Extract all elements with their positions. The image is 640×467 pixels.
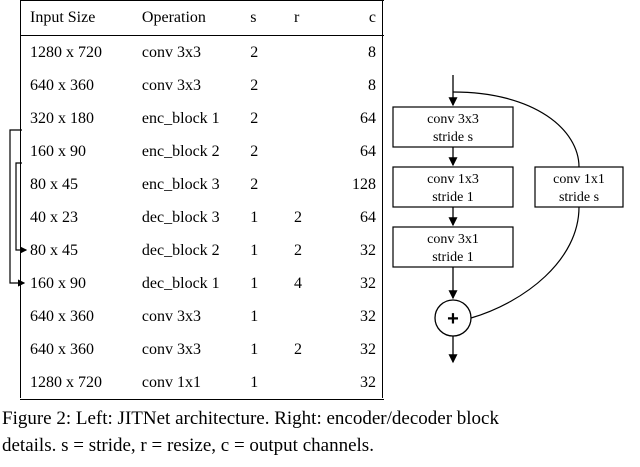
table-row: 640 x 360 conv 3x3 1 32	[20, 300, 384, 333]
residual-arc	[452, 91, 580, 319]
cell-input-size: 80 x 45	[30, 241, 78, 259]
cell-s: 1	[250, 307, 259, 325]
cell-c: 8	[368, 43, 376, 61]
cell-s: 1	[250, 340, 259, 358]
cell-s: 1	[250, 241, 259, 259]
skip-line-outer	[9, 129, 26, 287]
table-row: 1280 x 720 conv 3x3 2 8	[20, 36, 384, 70]
cell-input-size: 40 x 23	[30, 208, 78, 226]
cell-s: 1	[250, 208, 259, 226]
cell-c: 32	[360, 340, 376, 358]
cell-input-size: 1280 x 720	[30, 43, 102, 61]
cell-operation: dec_block 2	[141, 241, 220, 259]
box1-line2: stride s	[433, 130, 473, 145]
cell-r	[294, 135, 338, 168]
cell-operation: conv 3x3	[141, 340, 202, 358]
cell-c: 64	[360, 208, 376, 226]
box2-line1: conv 1x3	[427, 172, 479, 187]
skip-connections	[9, 129, 28, 287]
cell-c: 32	[360, 241, 376, 259]
table-row: 640 x 360 conv 3x3 2 8	[20, 69, 384, 102]
box1-line1: conv 3x3	[427, 112, 479, 127]
table-row: 160 x 90 dec_block 1 1 4 32	[20, 267, 384, 300]
table-body: 1280 x 720 conv 3x3 2 8 640 x 360 conv 3x3 2 8 3…	[20, 36, 384, 400]
cell-operation: enc_block 1	[141, 109, 220, 127]
cell-c: 128	[352, 175, 376, 193]
header-s: s	[250, 9, 257, 26]
cell-input-size: 1280 x 720	[30, 373, 102, 391]
cell-c: 8	[368, 76, 376, 94]
box2-line2: stride 1	[432, 190, 474, 205]
box3-line1: conv 3x1	[427, 232, 479, 247]
block-diagram: conv 3x3 stride s conv 1x3 stride 1 conv…	[392, 75, 624, 364]
cell-r	[294, 36, 338, 70]
cell-operation: conv 3x3	[141, 43, 202, 61]
box3-line2: stride 1	[432, 250, 474, 265]
table-row: 640 x 360 conv 3x3 1 2 32	[20, 333, 384, 366]
cell-r: 2	[293, 208, 302, 226]
conv3x3-stride-s-box	[392, 106, 514, 148]
cell-operation: conv 3x3	[141, 76, 202, 94]
cell-operation: dec_block 3	[141, 208, 220, 226]
cell-r	[294, 300, 338, 333]
cell-input-size: 640 x 360	[30, 340, 94, 358]
cell-s: 2	[250, 109, 259, 127]
caption-line-1: Figure 2: Left: JITNet architecture. Rig…	[2, 408, 499, 429]
cell-input-size: 640 x 360	[30, 307, 94, 325]
cell-input-size: 320 x 180	[30, 109, 94, 127]
cell-operation: dec_block 1	[141, 274, 220, 292]
cell-input-size: 80 x 45	[30, 175, 78, 193]
cell-operation: enc_block 2	[141, 142, 220, 160]
caption-line-2: details. s = stride, r = resize, c = out…	[2, 435, 374, 456]
header-r: r	[293, 9, 300, 26]
cell-input-size: 160 x 90	[30, 274, 86, 292]
cell-r: 4	[293, 274, 302, 292]
cell-c: 64	[360, 142, 376, 160]
cell-s: 2	[250, 43, 259, 61]
figure-caption: Figure 2: Left: JITNet architecture. Rig…	[2, 405, 638, 459]
cell-input-size: 160 x 90	[30, 142, 86, 160]
header-operation: Operation	[141, 9, 206, 26]
cell-s: 2	[250, 175, 259, 193]
cell-r	[294, 102, 338, 135]
cell-r: 2	[293, 241, 302, 259]
plus-icon: +	[447, 308, 459, 330]
skip-line-inner	[15, 162, 28, 254]
architecture-table-container: Input Size Operation s r c 1280 x 720 con…	[20, 0, 384, 400]
architecture-table: Input Size Operation s r c 1280 x 720 con…	[20, 0, 384, 400]
cell-c: 32	[360, 373, 376, 391]
table-row: 320 x 180 enc_block 1 2 64	[20, 102, 384, 135]
cell-operation: conv 1x1	[141, 373, 202, 391]
cell-r: 2	[293, 340, 302, 358]
header-input-size: Input Size	[30, 9, 96, 26]
side-line1: conv 1x1	[553, 172, 605, 187]
cell-operation: conv 3x3	[141, 307, 202, 325]
table-row: 1280 x 720 conv 1x1 1 32	[20, 366, 384, 400]
side-line2: stride s	[559, 190, 599, 205]
table-row: 40 x 23 dec_block 3 1 2 64	[20, 201, 384, 234]
cell-s: 1	[250, 274, 259, 292]
table-header-row: Input Size Operation s r c	[20, 0, 384, 36]
conv3x1-stride-1-box	[392, 226, 514, 268]
cell-c: 32	[360, 274, 376, 292]
cell-c: 64	[360, 109, 376, 127]
cell-operation: enc_block 3	[141, 175, 220, 193]
cell-r	[294, 366, 338, 400]
cell-s: 2	[250, 76, 259, 94]
cell-r	[294, 168, 338, 201]
header-c: c	[368, 9, 376, 26]
cell-s: 2	[250, 142, 259, 160]
cell-s: 1	[250, 373, 259, 391]
table-row: 160 x 90 enc_block 2 2 64	[20, 135, 384, 168]
cell-c: 32	[360, 307, 376, 325]
table-row: 80 x 45 dec_block 2 1 2 32	[20, 234, 384, 267]
table-row: 80 x 45 enc_block 3 2 128	[20, 168, 384, 201]
cell-input-size: 640 x 360	[30, 76, 94, 94]
cell-r	[294, 69, 338, 102]
